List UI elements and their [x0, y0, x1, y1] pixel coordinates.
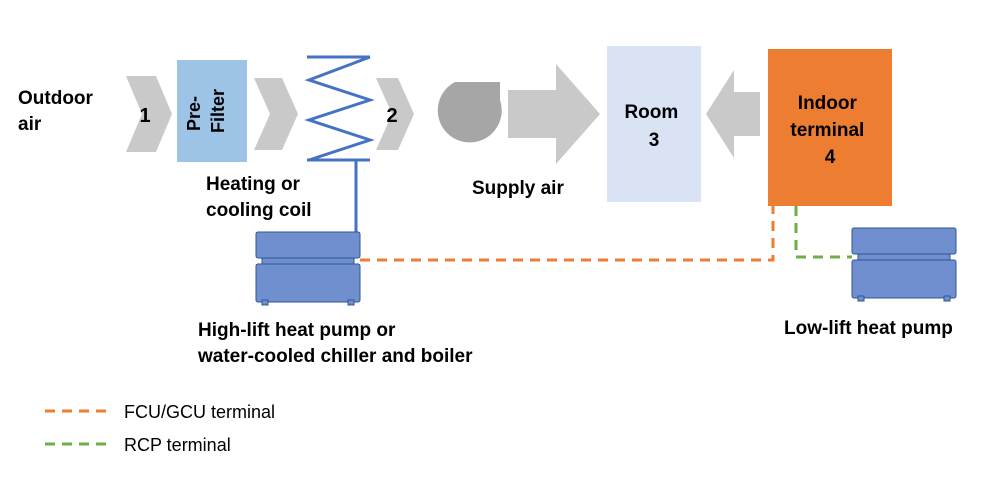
indoor-terminal-label: Indoor terminal 4	[790, 93, 869, 168]
low-lift-heat-pump-label: Low-lift heat pump	[784, 318, 953, 339]
coil-label: Heating or cooling coil	[206, 174, 312, 221]
supply-air-label: Supply air	[472, 178, 564, 199]
heating-cooling-coil	[304, 55, 375, 232]
terminal-to-room-arrow	[706, 70, 760, 158]
high-lift-heat-pump-label: High-lift heat pump or water-cooled chil…	[197, 320, 473, 367]
step-2-label: 2	[386, 105, 397, 127]
room-label: Room 3	[624, 102, 683, 151]
indoor-terminal-box	[768, 49, 892, 206]
airflow-arrow-filter-to-coil	[254, 78, 298, 150]
high-lift-heat-pump-icon	[255, 231, 361, 306]
room-box	[607, 46, 701, 202]
airflow-arrow-2	[376, 78, 414, 150]
rcp-connection-line	[794, 206, 852, 259]
prefilter-label: Pre- Filter	[184, 89, 228, 133]
step-1-label: 1	[139, 105, 150, 127]
legend-label-fcu-gcu: FCU/GCU terminal	[124, 402, 275, 422]
fcu-gcu-connection-line	[360, 206, 775, 262]
supply-fan-icon	[437, 82, 502, 143]
low-lift-heat-pump-icon	[851, 227, 957, 302]
prefilter-box	[177, 60, 247, 162]
supply-air-arrow	[508, 64, 600, 164]
legend-label-rcp: RCP terminal	[124, 435, 231, 455]
outdoor-air-label: Outdoor air	[18, 88, 98, 135]
airflow-arrow-1	[126, 76, 172, 152]
legend: FCU/GCU terminal RCP terminal	[45, 402, 275, 455]
